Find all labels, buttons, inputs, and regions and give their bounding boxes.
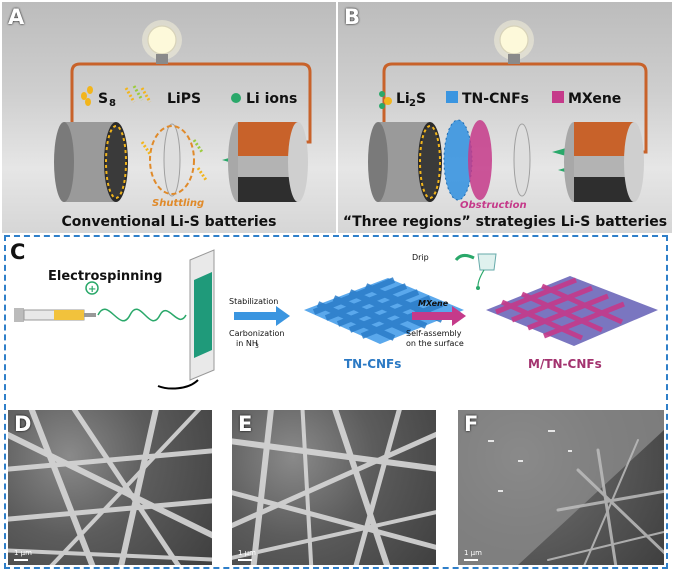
fiber-network-f	[458, 410, 664, 565]
svg-text:+: +	[88, 284, 96, 295]
scale-bar-d	[14, 559, 28, 561]
panel-c-illustration: + Electrospinning Stabilization Carboniz…	[14, 249, 658, 390]
lithium-anode	[228, 122, 308, 202]
panel-a: S 8 LiPS Li ions	[2, 2, 336, 233]
panel-b-caption: “Three regions” strategies Li-S batterie…	[342, 214, 668, 230]
self-assembly-arrow	[412, 306, 466, 326]
sulfur-cathode	[54, 122, 128, 202]
sulfur-cathode	[368, 122, 442, 202]
scale-label-e: 1 μm	[238, 549, 256, 557]
scale-label-d: 1 μm	[14, 549, 32, 557]
s8-subscript: 8	[109, 98, 116, 109]
scale-label-f: 1 μm	[464, 549, 482, 557]
self-assembly-label: Self-assembly	[406, 329, 462, 338]
obstruction-label: Obstruction	[460, 200, 527, 211]
panel-b-illustration: Li 2 S TN-CNFs MXene	[368, 20, 648, 211]
m-tn-cnf-mesh	[486, 276, 658, 346]
m-tn-cnfs-caption: M/TN-CNFs	[528, 357, 602, 371]
sem-panel-d: D 1 μm	[8, 410, 212, 565]
li2s-label-s: S	[416, 91, 426, 107]
lips-icon	[124, 85, 152, 103]
panel-b-letter: B	[344, 5, 361, 29]
lips-label: LiPS	[167, 91, 201, 107]
li-ions-label: Li ions	[246, 91, 297, 107]
circuit-wire	[382, 62, 648, 154]
shuttling-label: Shuttling	[152, 198, 204, 209]
li2s-label: Li	[396, 91, 410, 107]
electrospinning-jet	[97, 308, 187, 322]
scale-bar-f	[464, 559, 478, 561]
scale-bar-e	[238, 559, 252, 561]
li-ion-icon	[231, 93, 241, 103]
mxene-layer	[468, 120, 492, 200]
lips-chains	[140, 139, 208, 181]
tn-cnf-icon	[446, 91, 458, 103]
sem-panel-e: E 1 μm	[232, 410, 436, 565]
nh3-label: in NH	[236, 339, 258, 348]
stabilization-label: Stabilization	[229, 297, 278, 306]
panel-c: + Electrospinning Stabilization Carboniz…	[8, 240, 664, 400]
panel-c-letter: C	[10, 240, 26, 264]
panel-e-letter: E	[238, 412, 253, 436]
light-bulb-icon	[494, 20, 534, 64]
high-voltage-icon: +	[85, 281, 99, 295]
s8-label: S	[98, 91, 108, 107]
stabilization-arrow	[234, 306, 290, 326]
li2s-subscript: 2	[409, 98, 416, 109]
fiber-network-e	[232, 410, 436, 565]
nh3-subscript: 3	[255, 343, 259, 350]
tn-cnfs-caption: TN-CNFs	[344, 357, 401, 371]
tn-cnf-interlayer	[443, 119, 473, 201]
ground-wire	[157, 379, 199, 390]
panel-f-letter: F	[464, 412, 479, 436]
panel-a-letter: A	[8, 5, 25, 29]
s8-icon	[81, 86, 93, 106]
mxene-step-label: MXene	[418, 299, 449, 308]
fiber-network-d	[8, 410, 212, 565]
separator	[149, 123, 195, 197]
carbonization-label: Carbonization	[229, 329, 284, 338]
panel-a-caption: Conventional Li-S batteries	[61, 214, 277, 230]
drip-label: Drip	[412, 253, 429, 262]
tn-cnfs-label: TN-CNFs	[462, 91, 529, 107]
panel-a-illustration: S 8 LiPS Li ions	[54, 20, 312, 209]
lithium-anode	[564, 122, 644, 202]
mxene-label: MXene	[568, 91, 621, 107]
light-bulb-icon	[142, 20, 182, 64]
electrospinning-label: Electrospinning	[48, 269, 162, 284]
panel-c-frame	[4, 235, 668, 569]
collector-plate	[189, 249, 215, 381]
on-surface-label: on the surface	[406, 339, 464, 348]
sem-panel-f: F 1 μm	[458, 410, 664, 565]
panel-b: Li 2 S TN-CNFs MXene	[338, 2, 672, 233]
circuit-wire	[70, 62, 312, 144]
panel-d-letter: D	[14, 412, 32, 436]
li2s-icon	[379, 91, 392, 109]
beaker-icon	[454, 253, 497, 290]
syringe-icon	[14, 308, 96, 322]
mxene-icon	[552, 91, 564, 103]
separator	[513, 123, 531, 197]
